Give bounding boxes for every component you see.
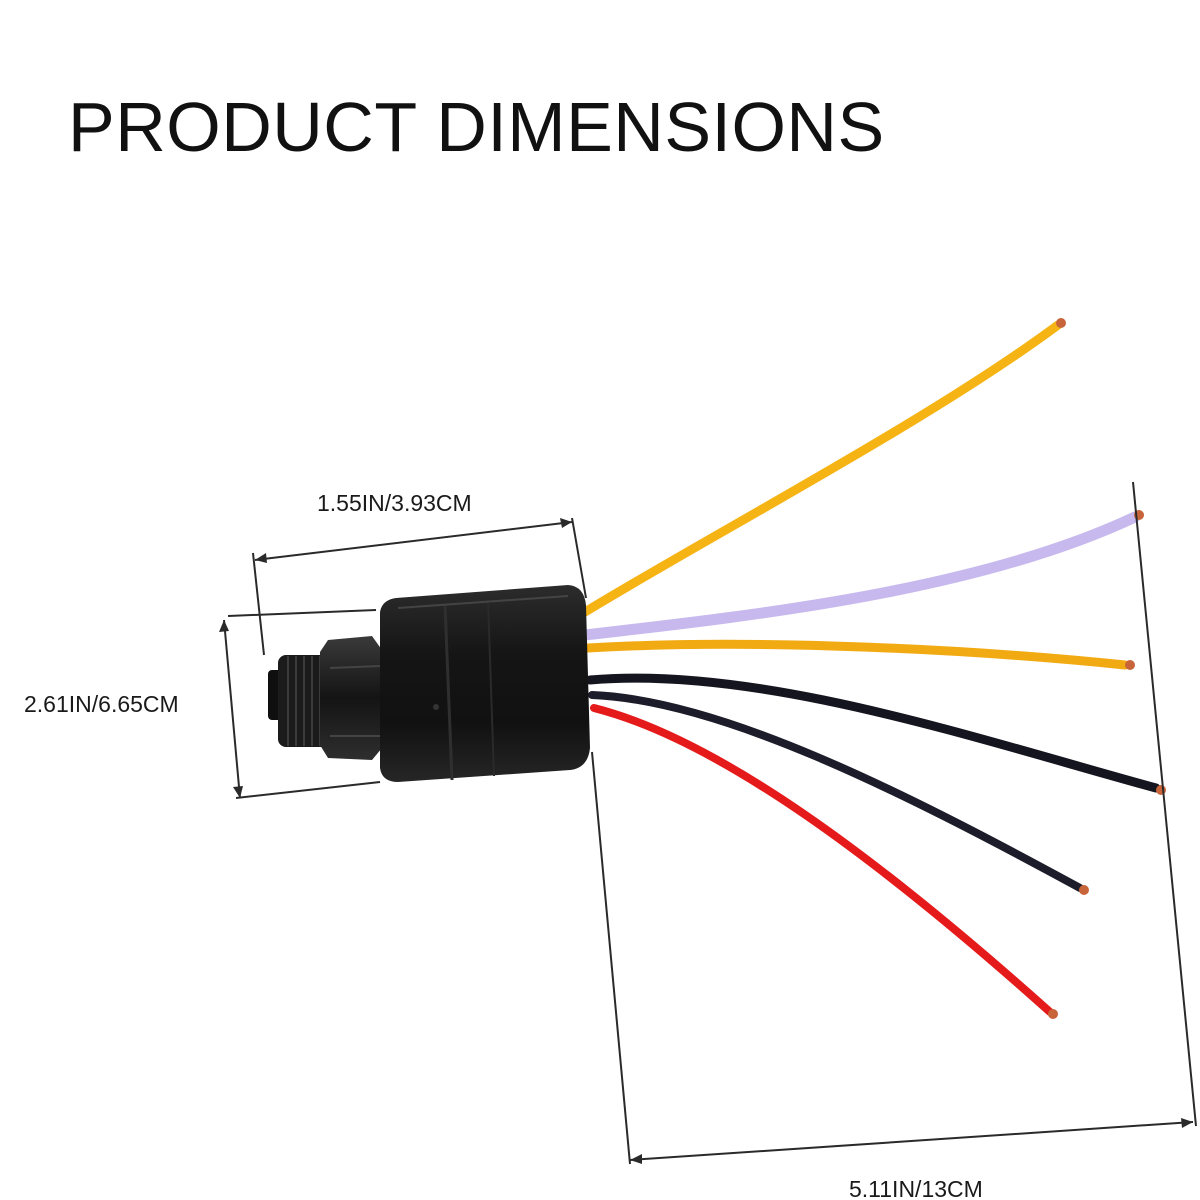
height-dim-line bbox=[223, 619, 241, 799]
wire-lavender bbox=[579, 511, 1141, 641]
wire-black-1 bbox=[585, 673, 1161, 793]
wire-red bbox=[590, 704, 1054, 1016]
height-label: 2.61IN/6.65CM bbox=[24, 691, 179, 717]
height-ext-bottom bbox=[235, 781, 381, 799]
length-label: 5.11IN/13CM bbox=[849, 1176, 983, 1200]
main-body bbox=[380, 585, 590, 782]
wire-tip bbox=[1156, 785, 1166, 795]
length-ext-right bbox=[1132, 481, 1197, 1127]
width-ext-left bbox=[252, 552, 265, 656]
wire-orange-yellow bbox=[583, 639, 1130, 670]
wire-black-2 bbox=[588, 691, 1084, 892]
width-ext-right bbox=[571, 517, 587, 599]
vent-hole bbox=[433, 704, 439, 710]
dimension-lines bbox=[223, 481, 1197, 1165]
hex-nut bbox=[320, 636, 382, 760]
wires bbox=[579, 320, 1161, 1016]
dimension-arrows bbox=[219, 518, 1193, 1164]
wire-tip bbox=[1079, 885, 1089, 895]
length-dim-line bbox=[629, 1121, 1194, 1161]
wire-tips bbox=[1048, 318, 1166, 1019]
width-dim-line bbox=[254, 521, 573, 561]
wire-yellow bbox=[580, 320, 1063, 617]
wire-tip bbox=[1125, 660, 1135, 670]
height-ext-top bbox=[227, 609, 377, 617]
sensor-housing bbox=[268, 585, 590, 782]
page-title: PRODUCT DIMENSIONS bbox=[68, 88, 885, 166]
wire-tip bbox=[1048, 1009, 1058, 1019]
wire-tip bbox=[1056, 318, 1066, 328]
length-ext-left bbox=[591, 751, 631, 1165]
width-label: 1.55IN/3.93CM bbox=[317, 490, 472, 516]
